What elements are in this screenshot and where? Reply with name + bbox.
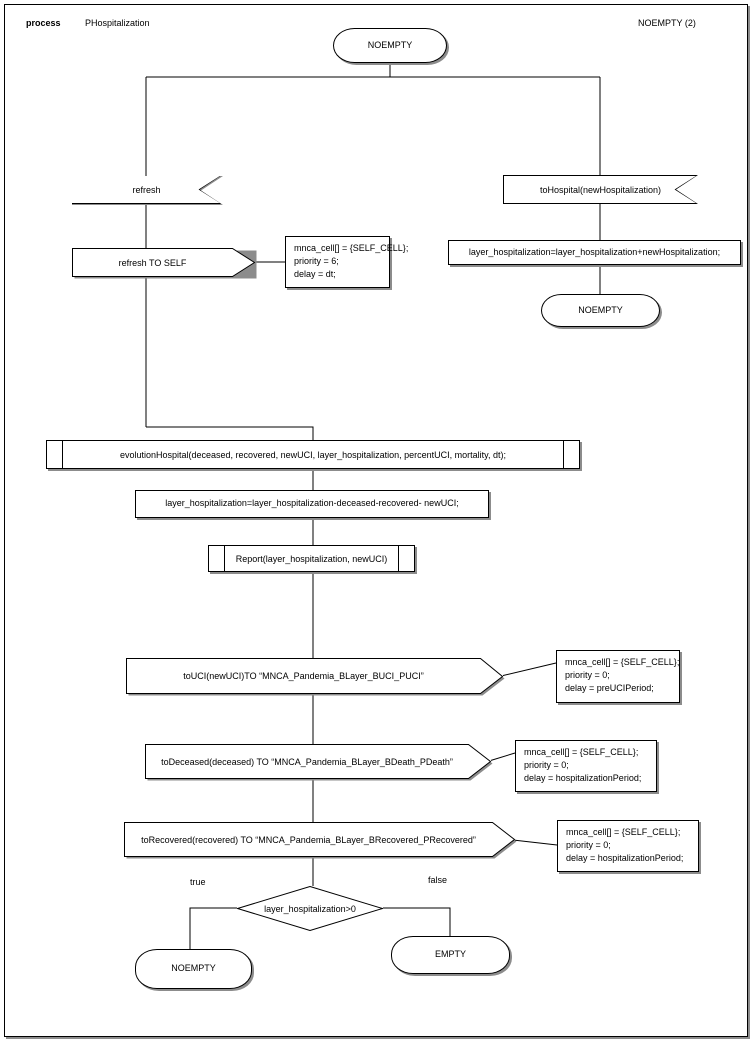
receive-event-refresh-label: refresh [132, 184, 161, 195]
note-to-deceased-line2: priority = 0; [524, 760, 569, 771]
send-event-to-recovered[interactable]: toRecovered(recovered) TO “MNCA_Pandemia… [124, 822, 517, 859]
note-to-recovered-line1: mnca_cell[] = {SELF_CELL}; [566, 827, 681, 837]
subroutine-evolution-hospital[interactable]: evolutionHospital(deceased, recovered, n… [46, 440, 580, 469]
header-process-name: PHospitalization [85, 18, 150, 28]
note-to-uci-line3: delay = preUCIPeriod; [565, 683, 654, 694]
send-event-to-recovered-label: toRecovered(recovered) TO “MNCA_Pandemia… [141, 834, 476, 845]
note-to-recovered: mnca_cell[] = {SELF_CELL}; priority = 0;… [557, 820, 699, 872]
note-refresh-to-self-line2: priority = 6; [294, 256, 339, 267]
subroutine-report[interactable]: Report(layer_hospitalization, newUCI) [208, 545, 415, 572]
header-process-keyword: process [26, 18, 61, 28]
process-add-hospitalization[interactable]: layer_hospitalization=layer_hospitalizat… [448, 240, 741, 265]
receive-event-to-hospital-label: toHospital(newHospitalization) [539, 184, 662, 195]
branch-label-false: false [428, 875, 448, 885]
send-event-to-deceased-label: toDeceased(deceased) TO “MNCA_Pandemia_B… [161, 756, 453, 767]
note-to-uci-line1: mnca_cell[] = {SELF_CELL}; [565, 657, 680, 667]
note-to-deceased: mnca_cell[] = {SELF_CELL}; priority = 0;… [515, 740, 657, 792]
process-subtract-hospitalization[interactable]: layer_hospitalization=layer_hospitalizat… [135, 490, 489, 518]
send-event-refresh-to-self-label: refresh TO SELF [118, 257, 187, 268]
receive-event-to-hospital[interactable]: toHospital(newHospitalization) [503, 175, 698, 204]
receive-event-refresh[interactable]: refresh [72, 176, 223, 205]
terminal-true-noempty[interactable]: NOEMPTY [135, 949, 252, 989]
decision-label: layer_hospitalization>0 [264, 903, 356, 914]
diagram-frame [4, 4, 748, 1037]
branch-label-true: true [190, 877, 206, 887]
terminal-start-noempty[interactable]: NOEMPTY [333, 28, 447, 63]
note-to-deceased-line3: delay = hospitalizationPeriod; [524, 773, 642, 784]
note-to-uci-line2: priority = 0; [565, 670, 610, 681]
terminal-right-noempty[interactable]: NOEMPTY [541, 294, 660, 327]
note-to-deceased-line1: mnca_cell[] = {SELF_CELL}; [524, 747, 639, 757]
note-to-recovered-line3: delay = hospitalizationPeriod; [566, 853, 684, 864]
note-to-recovered-line2: priority = 0; [566, 840, 611, 851]
send-event-to-uci-label: toUCI(newUCI)TO “MNCA_Pandemia_BLayer_BU… [183, 671, 424, 681]
note-to-uci: mnca_cell[] = {SELF_CELL}; priority = 0;… [556, 650, 680, 703]
note-refresh-to-self-line1: mnca_cell[] = {SELF_CELL}; [294, 243, 409, 253]
note-refresh-to-self: mnca_cell[] = {SELF_CELL}; priority = 6;… [285, 236, 409, 288]
subroutine-report-label: Report(layer_hospitalization, newUCI) [235, 553, 388, 564]
subroutine-evolution-hospital-label: evolutionHospital(deceased, recovered, n… [119, 449, 506, 460]
header-state-label: NOEMPTY (2) [638, 18, 696, 28]
send-event-refresh-to-self[interactable]: refresh TO SELF [72, 248, 257, 279]
note-refresh-to-self-line3: delay = dt; [294, 269, 336, 280]
terminal-false-empty[interactable]: EMPTY [391, 936, 510, 974]
send-event-to-uci[interactable]: toUCI(newUCI)TO “MNCA_Pandemia_BLayer_BU… [126, 658, 505, 696]
decision-layer-hospitalization[interactable]: layer_hospitalization>0 [237, 886, 383, 931]
send-event-to-deceased[interactable]: toDeceased(deceased) TO “MNCA_Pandemia_B… [145, 744, 493, 781]
